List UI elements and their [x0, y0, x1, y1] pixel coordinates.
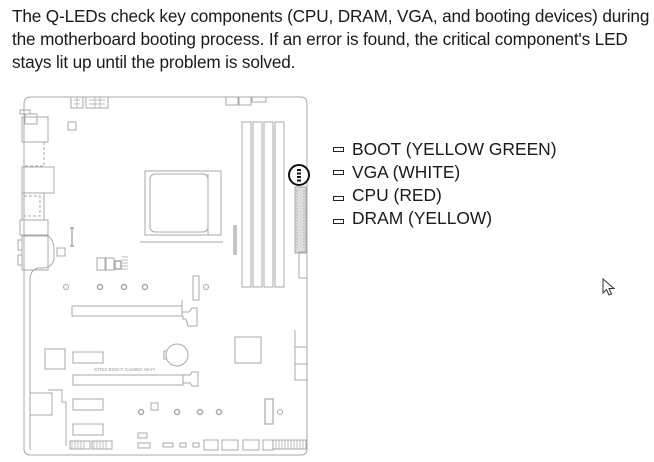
q-led-highlight — [288, 164, 310, 186]
bottom-header — [221, 439, 239, 451]
q-led-legend: BOOT (YELLOW GREEN) VGA (WHITE) CPU (RED… — [333, 138, 557, 230]
mount-hole — [137, 408, 145, 416]
mouse-cursor-icon — [602, 278, 616, 296]
description-line-1: The Q-LEDs check key components (CPU, DR… — [12, 6, 650, 26]
bottom-header — [242, 439, 260, 451]
led-icon — [333, 195, 344, 201]
legend-item-cpu: CPU (RED) — [333, 184, 557, 207]
board-model-label: STRIX B550-F GAMING WI-FI — [94, 367, 155, 372]
led-icon — [333, 147, 344, 152]
mount-hole — [96, 283, 104, 291]
cpu-socket — [144, 170, 222, 236]
dimm-slot-b2 — [274, 121, 285, 288]
bottom-header — [91, 440, 113, 450]
board-outline — [23, 96, 308, 456]
mount-hole — [63, 284, 69, 290]
bottom-header — [262, 439, 274, 451]
m2-slot — [72, 351, 104, 364]
legend-item-boot: BOOT (YELLOW GREEN) — [333, 138, 557, 161]
mount-hole — [141, 283, 149, 291]
dimm-slot-a1 — [241, 121, 252, 288]
small-chip — [56, 247, 66, 257]
io-port — [21, 166, 55, 194]
m2-slot-vertical — [264, 398, 274, 425]
chip — [96, 257, 106, 271]
chip — [105, 257, 115, 271]
bottom-header — [69, 440, 91, 450]
fan-header — [238, 96, 252, 106]
dimm-slot-b1 — [263, 121, 274, 288]
legend-item-vga: VGA (WHITE) — [333, 161, 557, 184]
cmos-battery — [165, 343, 189, 367]
io-port — [19, 219, 49, 236]
legend-label: CPU (RED) — [352, 185, 442, 205]
atx-power-connector — [294, 186, 307, 254]
led-icon — [333, 170, 344, 175]
io-port — [19, 109, 31, 115]
mount-hole — [203, 284, 209, 290]
pcie-x1-slot-2 — [72, 423, 104, 436]
led-icon — [333, 218, 344, 224]
legend-label: VGA (WHITE) — [352, 162, 461, 182]
rgb-header — [251, 96, 267, 103]
bottom-header — [203, 439, 219, 451]
chip-large — [234, 336, 262, 364]
io-port — [24, 113, 38, 125]
legend-label: BOOT (YELLOW GREEN) — [352, 139, 557, 159]
pcie-x16-slot-2 — [72, 374, 184, 386]
cpu-power-connector-8pin — [85, 96, 109, 109]
mount-hole — [120, 283, 128, 291]
legend-label: DRAM (YELLOW) — [352, 208, 493, 228]
front-panel-header — [272, 439, 307, 450]
io-port — [23, 141, 45, 167]
dimm-slot-a2 — [252, 121, 263, 288]
description-line-3: stays lit up until the problem is solved… — [12, 52, 296, 72]
m2-connector — [29, 392, 53, 416]
chip — [44, 348, 66, 370]
io-port — [21, 116, 49, 143]
chip — [114, 260, 122, 270]
audio-port — [21, 235, 49, 271]
small-chip — [67, 121, 77, 131]
fan-header — [225, 96, 239, 106]
description-line-2: the motherboard booting process. If an e… — [12, 29, 628, 49]
small-chip — [150, 402, 159, 411]
pcie-x1-slot — [72, 398, 104, 411]
legend-item-dram: DRAM (YELLOW) — [333, 207, 557, 230]
pcie-x16-slot — [71, 300, 198, 327]
description-text: The Q-LEDs check key components (CPU, DR… — [12, 5, 652, 74]
